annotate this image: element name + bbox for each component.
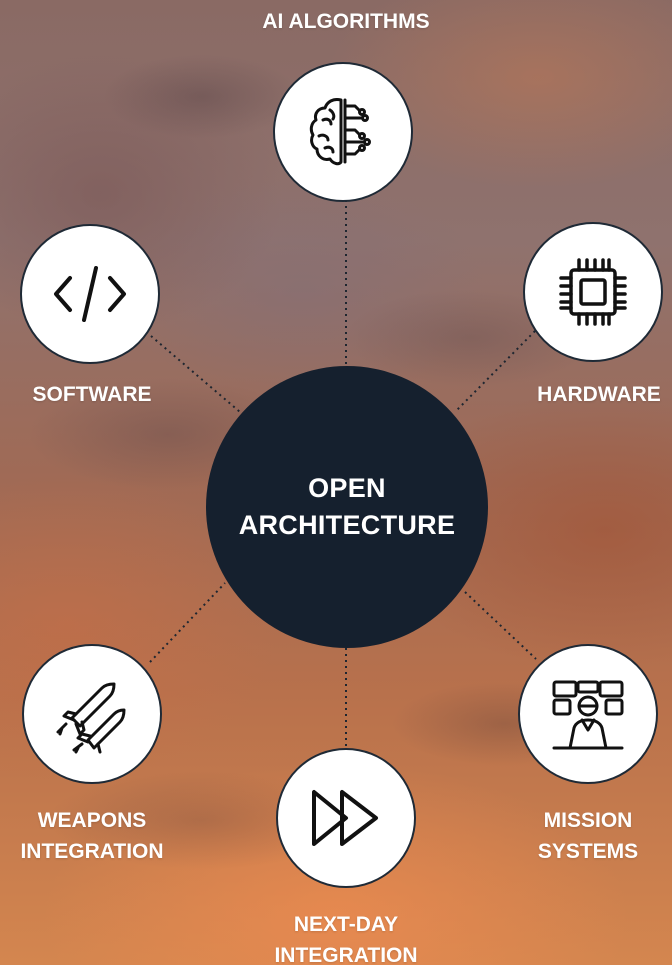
mission-label-line2: SYSTEMS xyxy=(537,840,639,863)
brain-circuit-icon xyxy=(309,98,371,166)
connector-weapons xyxy=(149,582,226,663)
operator-screens-icon xyxy=(552,680,624,750)
weapons-label-line1: WEAPONS xyxy=(37,809,147,832)
nextday-label-line1: NEXT-DAY xyxy=(293,913,399,936)
hub-title-line1: OPEN xyxy=(308,473,386,503)
software-label: SOFTWARE xyxy=(32,383,152,406)
weapons-integration-node xyxy=(22,644,162,784)
weapons-integration-label: WEAPONS INTEGRATION xyxy=(2,805,182,867)
nextday-label-line2: INTEGRATION xyxy=(274,944,418,967)
connector-mission xyxy=(464,591,537,660)
mission-systems-node xyxy=(518,644,658,784)
connector-hardware xyxy=(454,330,536,413)
connector-software xyxy=(150,335,241,413)
microchip-icon xyxy=(559,258,627,326)
hardware-label: HARDWARE xyxy=(537,383,661,406)
missiles-icon xyxy=(56,682,126,754)
hub-title-line2: ARCHITECTURE xyxy=(238,510,456,540)
mission-label-line1: MISSION xyxy=(543,809,633,832)
hardware-node xyxy=(523,222,663,362)
ai-algorithms-label: AI ALGORITHMS xyxy=(262,10,430,33)
code-brackets-icon xyxy=(54,266,126,322)
next-day-integration-label: NEXT-DAY INTEGRATION xyxy=(246,909,446,971)
weapons-label-line2: INTEGRATION xyxy=(20,840,164,863)
software-node xyxy=(20,224,160,364)
mission-systems-label: MISSION SYSTEMS xyxy=(508,805,668,867)
ai-algorithms-node xyxy=(273,62,413,202)
fast-forward-icon xyxy=(312,790,378,846)
next-day-integration-node xyxy=(276,748,416,888)
open-architecture-hub: OPEN ARCHITECTURE xyxy=(206,366,488,648)
